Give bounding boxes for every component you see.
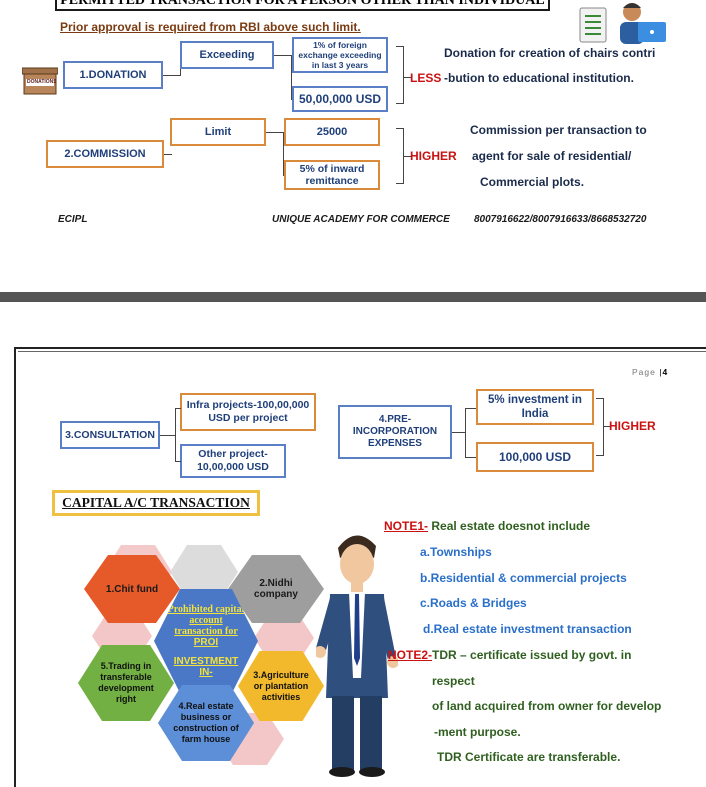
note1-b: b.Residential & commercial projects xyxy=(420,571,627,585)
preincorp-amount-box: 100,000 USD xyxy=(476,442,594,472)
exceeding-box: Exceeding xyxy=(180,41,274,69)
inward-remittance-box: 5% of inward remittance xyxy=(284,160,380,190)
donation-label: 1.DONATION xyxy=(63,61,163,89)
note1: NOTE1- Real estate doesnot include xyxy=(384,519,591,533)
footer-academy: UNIQUE ACADEMY FOR COMMERCE xyxy=(272,214,450,225)
hex-trading-tdr: 5.Trading in transferable development ri… xyxy=(78,645,174,721)
foreign-exchange-box: 1% of foreign exchange exceeding in last… xyxy=(292,37,388,73)
capital-title: CAPITAL A/C TRANSACTION xyxy=(52,490,260,516)
page-separator xyxy=(0,292,706,302)
header-title: PERMITTED TRANSACTION FOR A PERSON OTHER… xyxy=(55,0,550,11)
prior-approval-text: Prior approval is required from RBI abov… xyxy=(60,20,361,34)
footer-phones: 8007916622/8007916633/8668532720 xyxy=(474,214,647,225)
footer-ecipl: ECIPL xyxy=(58,214,88,225)
note2-line2: respect xyxy=(432,674,475,688)
note1-a: a.Townships xyxy=(420,545,492,559)
hexagon-cluster: 1.Chit fund 2.Nidhi company Prohibited c… xyxy=(78,545,328,765)
commission-desc-2: agent for sale of residential/ xyxy=(472,149,632,163)
hex-agriculture: 3.Agriculture or plantation activities xyxy=(238,651,324,721)
infra-projects-box: Infra projects-100,00,000 USD per projec… xyxy=(180,393,316,431)
higher-label-bottom: HIGHER xyxy=(609,419,656,433)
page-bottom xyxy=(14,347,706,787)
page-top: PERMITTED TRANSACTION FOR A PERSON OTHER… xyxy=(0,0,706,250)
donation-desc-1: Donation for creation of chairs contri xyxy=(444,46,656,60)
businessman-illustration xyxy=(314,528,399,778)
computer-illustration xyxy=(578,0,668,46)
limit-box: Limit xyxy=(170,118,266,146)
higher-label-top: HIGHER xyxy=(410,149,457,163)
commission-desc-3: Commercial plots. xyxy=(480,175,585,189)
less-label: LESS xyxy=(410,71,442,85)
other-project-box: Other project-10,00,000 USD xyxy=(180,444,286,478)
note1-d: d.Real estate investment transaction xyxy=(423,622,632,636)
preincorporation-label: 4.PRE-INCORPORATION EXPENSES xyxy=(338,405,452,459)
hex-real-estate: 4.Real estate business or construction o… xyxy=(158,685,254,761)
donation-amount-box: 50,00,000 USD xyxy=(292,86,388,112)
page-number: Page |4 xyxy=(632,367,669,377)
commission-amount-box: 25000 xyxy=(284,118,380,146)
commission-bracket xyxy=(396,128,404,184)
invest-box: 5% investment in India xyxy=(476,389,594,425)
donation-desc-2: -bution to educational institution. xyxy=(444,71,634,85)
donation-bracket xyxy=(396,46,404,104)
note1-c: c.Roads & Bridges xyxy=(420,596,527,610)
note2-line5: TDR Certificate are transferable. xyxy=(437,750,621,764)
note2-line3: of land acquired from owner for develop xyxy=(432,699,662,713)
commission-label: 2.COMMISSION xyxy=(46,140,164,168)
note2-line4: -ment purpose. xyxy=(434,725,521,739)
preincorp-bracket xyxy=(596,398,604,456)
note2: NOTE2-TDR – certificate issued by govt. … xyxy=(388,648,632,662)
donations-box-icon: DONATIONS xyxy=(21,66,59,96)
consultation-label: 3.CONSULTATION xyxy=(60,421,160,449)
commission-desc-1: Commission per transaction to xyxy=(470,123,647,137)
